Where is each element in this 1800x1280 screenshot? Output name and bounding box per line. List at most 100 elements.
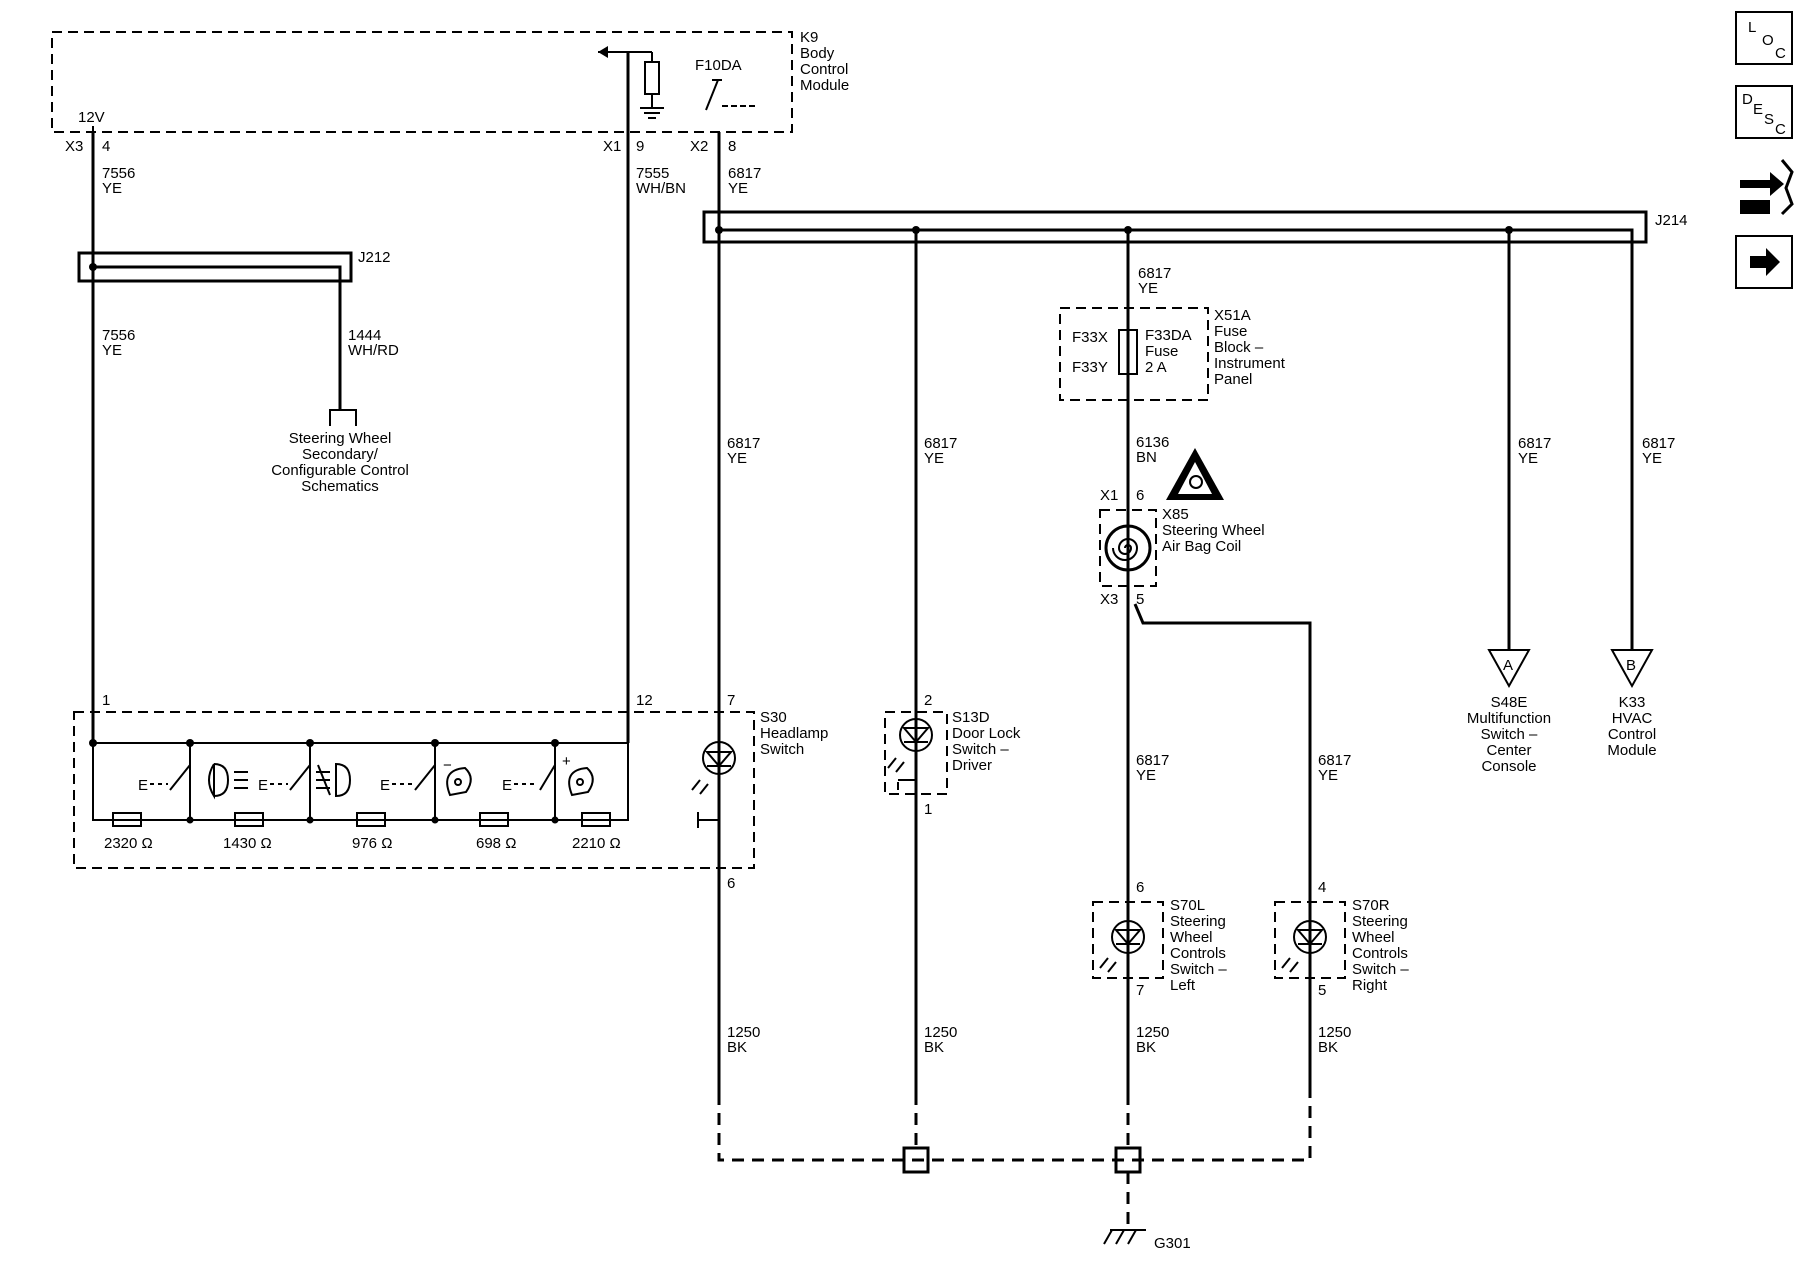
airbag-warning-icon	[1166, 448, 1224, 500]
wire-label-6817-color: YE	[728, 180, 748, 197]
loc-button[interactable]: L O C	[1735, 11, 1793, 65]
s70l-label-1: Steering	[1170, 913, 1226, 930]
ref-line-1: Steering Wheel	[289, 430, 392, 447]
s70r-label-4: Switch –	[1352, 961, 1409, 978]
desc-letter-c: C	[1775, 121, 1786, 138]
wire-label-1444-color: WH/RD	[348, 342, 399, 359]
ground-g301: G301	[1154, 1235, 1191, 1252]
dimmer-down-icon	[446, 766, 472, 797]
pin-9: 9	[636, 138, 644, 155]
wire-label-g1-color: BK	[727, 1039, 747, 1056]
loc-letter-o: O	[1762, 32, 1774, 49]
pin-1b: 1	[924, 801, 932, 818]
desc-letter-e: E	[1753, 101, 1763, 118]
loc-letter-c: C	[1775, 45, 1786, 62]
wire-label-7556b-num: 7556	[102, 327, 135, 344]
s70r-label-3: Controls	[1352, 945, 1408, 962]
loc-letter-l: L	[1748, 19, 1756, 36]
offpage-a-ref: S48E	[1491, 694, 1528, 711]
fuse-block-l1: Fuse	[1214, 323, 1247, 340]
resistor-1-label: 2320 Ω	[104, 835, 153, 852]
e-mark-2: E	[258, 777, 268, 794]
airbag-coil-x85: X85 Steering Wheel Air Bag Coil	[1099, 506, 1265, 587]
conn-x1: X1	[603, 138, 621, 155]
wire-label-s70l-num: 6817	[1136, 752, 1169, 769]
ref-line-4: Schematics	[301, 478, 379, 495]
pin-1: 1	[102, 692, 110, 709]
s70l-switch-illumination-icon	[1092, 901, 1164, 979]
wire-label-fb-color: YE	[1138, 280, 1158, 297]
fuse-f33x: F33X	[1072, 329, 1108, 346]
e-mark-4: E	[502, 777, 512, 794]
wire-label-g4-num: 1250	[1318, 1024, 1351, 1041]
s70r-switch-illumination-icon	[1274, 901, 1346, 979]
fuse-block-x51a: F33X F33Y F33DA Fuse 2 A X51A Fuse Block…	[1059, 307, 1286, 401]
next-arrow-button[interactable]	[1735, 235, 1793, 289]
wire-label-7555-num: 7555	[636, 165, 669, 182]
k9-label-1: Body	[800, 45, 835, 62]
pin-s70r-4: 4	[1318, 879, 1326, 896]
fuse-word: Fuse	[1145, 343, 1178, 360]
wire-label-fb-num: 6817	[1138, 265, 1171, 282]
desc-button[interactable]: D E S C	[1735, 85, 1793, 139]
pin-x85-6: 6	[1136, 487, 1144, 504]
fuse-block-ref: X51A	[1214, 307, 1251, 324]
resistor-5-label: 2210 Ω	[572, 835, 621, 852]
offpage-b-l1: HVAC	[1612, 710, 1653, 727]
wire-label-b-num: 6817	[1642, 435, 1675, 452]
k9-label-2: Control	[800, 61, 848, 78]
wire-label-7556b-color: YE	[102, 342, 122, 359]
wire-label-s30-color: YE	[727, 450, 747, 467]
wire-label-b-color: YE	[1642, 450, 1662, 467]
resistor-4-label: 698 Ω	[476, 835, 516, 852]
offpage-b-letter: B	[1626, 657, 1636, 674]
s70l-label-2: Wheel	[1170, 929, 1213, 946]
offpage-connector-b: B K33 HVAC Control Module	[1607, 649, 1657, 759]
wire-label-7556-num: 7556	[102, 165, 135, 182]
wire-label-1444-num: 1444	[348, 327, 381, 344]
headlamp-switch-illumination-icon	[691, 741, 736, 795]
x85-label-1: Steering Wheel	[1162, 522, 1265, 539]
offpage-a-l1: Multifunction	[1467, 710, 1551, 727]
offpage-a-letter: A	[1503, 657, 1513, 674]
s70r-label-2: Wheel	[1352, 929, 1395, 946]
plus-mark: +	[562, 753, 571, 770]
s70r-label-1: Steering	[1352, 913, 1408, 930]
wire-label-6136-color: BN	[1136, 449, 1157, 466]
ref-steering-wheel-secondary: Steering Wheel Secondary/ Configurable C…	[271, 430, 409, 495]
k9-12v-label: 12V	[78, 109, 105, 126]
k9-label-3: Module	[800, 77, 849, 94]
offpage-b-l3: Module	[1607, 742, 1656, 759]
s70r-label-5: Right	[1352, 977, 1388, 994]
pin-s70r-5: 5	[1318, 982, 1326, 999]
connector-link-icon[interactable]	[1740, 159, 1794, 216]
wire-label-6136-num: 6136	[1136, 434, 1169, 451]
k9-fuse-label: F10DA	[695, 57, 742, 74]
wire-label-g2-num: 1250	[924, 1024, 957, 1041]
wire-label-7556-color: YE	[102, 180, 122, 197]
wire-6817-s70r	[1133, 603, 1312, 1093]
wire-label-a-num: 6817	[1518, 435, 1551, 452]
wire-label-7555-color: WH/BN	[636, 180, 686, 197]
pin-s70l-6: 6	[1136, 879, 1144, 896]
s70l-label-5: Left	[1170, 977, 1196, 994]
wire-label-s70r-color: YE	[1318, 767, 1338, 784]
pin-x85-5: 5	[1136, 591, 1144, 608]
ref-line-2: Secondary/	[302, 446, 379, 463]
resistor-2-label: 1430 Ω	[223, 835, 272, 852]
k9-ref: K9	[800, 29, 818, 46]
splice-j212: J212	[77, 249, 391, 410]
fuse-block-l3: Instrument	[1214, 355, 1286, 372]
wire-label-g2-color: BK	[924, 1039, 944, 1056]
offpage-a-l4: Console	[1481, 758, 1536, 775]
fog-lamp-icon	[316, 762, 352, 798]
conn-x3: X3	[65, 138, 83, 155]
x85-label-2: Air Bag Coil	[1162, 538, 1241, 555]
conn-x2: X2	[690, 138, 708, 155]
pin-12: 12	[636, 692, 653, 709]
fuse-name: F33DA	[1145, 327, 1192, 344]
wire-label-s30-num: 6817	[727, 435, 760, 452]
wire-label-s70r-num: 6817	[1318, 752, 1351, 769]
splice-j214: J214	[702, 210, 1688, 650]
